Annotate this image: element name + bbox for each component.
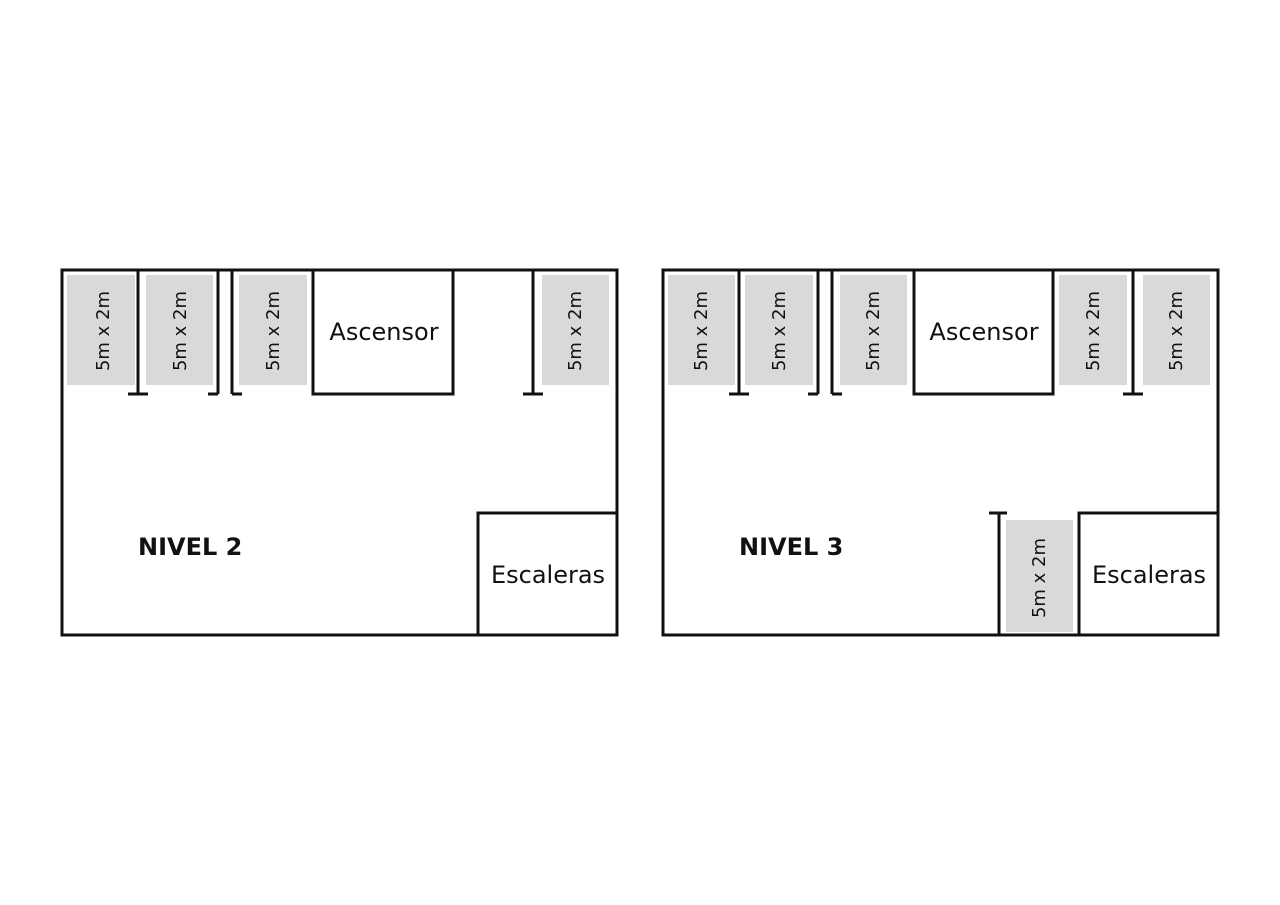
parking-spot: 5m x 2m	[745, 275, 813, 385]
elevator-wall	[912, 268, 1055, 396]
parking-spot-area	[1143, 275, 1210, 385]
level-title: NIVEL 3	[739, 533, 843, 561]
stairs-room: Escaleras	[476, 511, 619, 637]
elevator-room: Ascensor	[311, 268, 455, 396]
spot-divider	[808, 270, 820, 396]
spot-divider	[989, 511, 1007, 635]
spot-divider	[830, 270, 842, 396]
parking-spot-area	[146, 275, 213, 385]
parking-spot: 5m x 2m	[67, 275, 135, 385]
parking-spot-label: 5m x 2m	[1029, 538, 1050, 618]
stairs-wall	[1077, 511, 1220, 637]
parking-spot-area	[1006, 520, 1073, 632]
spot-divider	[729, 270, 749, 396]
stairs-label: Escaleras	[1092, 561, 1206, 589]
spot-divider	[230, 270, 242, 396]
parking-spot-area	[668, 275, 735, 385]
parking-spot-label: 5m x 2m	[565, 291, 586, 371]
parking-spot: 5m x 2m	[239, 275, 307, 385]
elevator-label: Ascensor	[929, 318, 1038, 346]
spot-divider	[128, 270, 148, 396]
spot-divider	[1123, 270, 1143, 396]
parking-spot: 5m x 2m	[840, 275, 907, 385]
floor-plan-nivel-3: 5m x 2m 5m x 2m 5m x 2m 5m x 2m 5m x 2m …	[661, 268, 1220, 637]
parking-spot-label: 5m x 2m	[1083, 291, 1104, 371]
parking-spot-label: 5m x 2m	[93, 291, 114, 371]
parking-spot-label: 5m x 2m	[691, 291, 712, 371]
elevator-wall	[311, 268, 455, 396]
parking-spot: 5m x 2m	[542, 275, 609, 385]
level-title: NIVEL 2	[138, 533, 242, 561]
stairs-wall	[476, 511, 619, 637]
stairs-label: Escaleras	[491, 561, 605, 589]
elevator-label: Ascensor	[329, 318, 438, 346]
spot-divider	[523, 270, 543, 396]
parking-spot: 5m x 2m	[146, 275, 213, 385]
parking-spot: 5m x 2m	[1059, 275, 1127, 385]
spot-divider	[208, 270, 220, 396]
parking-spot-label: 5m x 2m	[1166, 291, 1187, 371]
parking-spot: 5m x 2m	[1143, 275, 1210, 385]
parking-spot-area	[67, 275, 135, 385]
parking-spot-area	[745, 275, 813, 385]
parking-spot: 5m x 2m	[1006, 520, 1073, 632]
parking-spot-label: 5m x 2m	[863, 291, 884, 371]
parking-spot-label: 5m x 2m	[769, 291, 790, 371]
floor-plan-nivel-2: 5m x 2m 5m x 2m 5m x 2m 5m x 2m	[60, 268, 619, 637]
stairs-room: Escaleras	[1077, 511, 1220, 637]
parking-spot-label: 5m x 2m	[263, 291, 284, 371]
parking-spot-area	[542, 275, 609, 385]
parking-spot-area	[840, 275, 907, 385]
parking-spot-area	[1059, 275, 1127, 385]
parking-spot-area	[239, 275, 307, 385]
parking-spot: 5m x 2m	[668, 275, 735, 385]
parking-spot-label: 5m x 2m	[170, 291, 191, 371]
elevator-room: Ascensor	[912, 268, 1055, 396]
